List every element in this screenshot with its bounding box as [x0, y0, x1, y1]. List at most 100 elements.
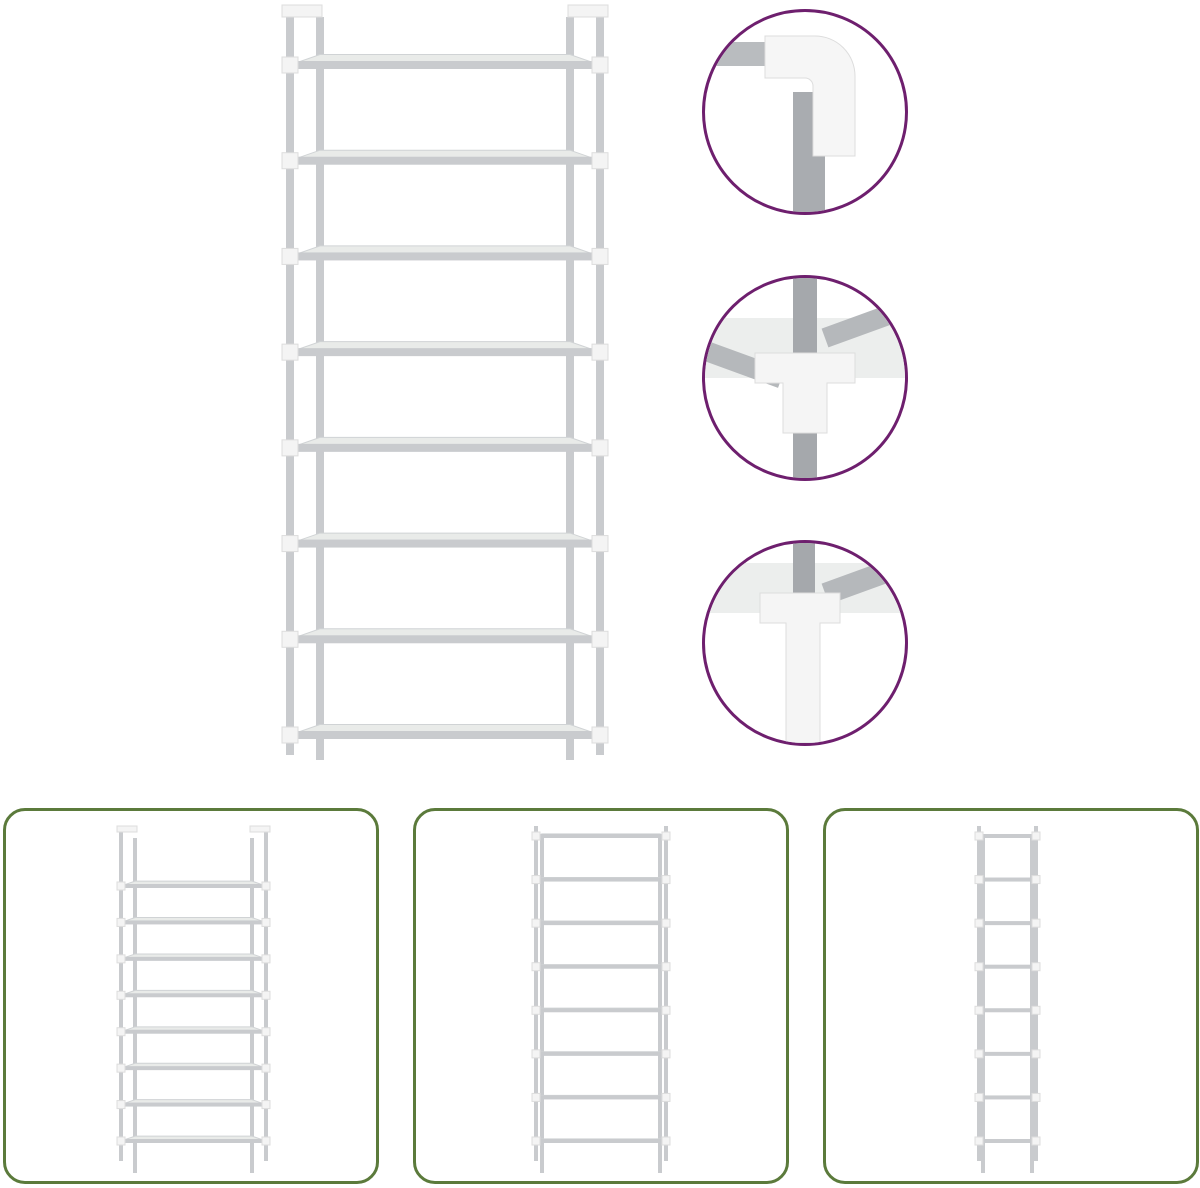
shelf-rail	[979, 877, 1036, 882]
shelf-rail	[536, 921, 666, 926]
thumbnail-front[interactable]	[413, 808, 789, 1184]
connector	[531, 962, 541, 972]
shelf-rail	[121, 993, 266, 998]
shelf-rail	[290, 731, 600, 739]
handle	[281, 4, 323, 18]
handle	[567, 4, 609, 18]
connector	[974, 918, 984, 928]
connector	[531, 918, 541, 928]
connector	[661, 918, 671, 928]
connector	[1031, 918, 1041, 928]
shelf-rail	[290, 61, 600, 69]
shelf-rail	[290, 348, 600, 357]
shelf-rail	[536, 964, 666, 969]
frame-post	[596, 5, 604, 755]
frame-post	[664, 826, 668, 1161]
connector	[261, 1100, 271, 1110]
connector	[281, 630, 299, 648]
shelf-rail	[979, 921, 1036, 926]
connector	[591, 726, 609, 744]
connector	[261, 917, 271, 927]
connector	[974, 962, 984, 972]
connector	[591, 152, 609, 170]
connector	[1031, 831, 1041, 841]
shelf-rail	[121, 1102, 266, 1107]
connector	[116, 954, 126, 964]
connector	[116, 1100, 126, 1110]
detail-leg-joint	[702, 540, 908, 746]
connector	[661, 875, 671, 885]
frame-post	[1034, 826, 1038, 1161]
shelf-rail	[979, 1008, 1036, 1013]
connector	[661, 962, 671, 972]
connector	[661, 1049, 671, 1059]
connector	[281, 726, 299, 744]
frame-post	[133, 838, 137, 1173]
connector	[281, 152, 299, 170]
frame-post	[981, 838, 985, 1173]
connector	[974, 1092, 984, 1102]
shelf-rail	[536, 1139, 666, 1143]
frame-post	[1030, 838, 1034, 1173]
connector	[261, 990, 271, 1000]
shelf-rail	[290, 252, 600, 261]
connector	[1031, 1049, 1041, 1059]
connector	[974, 1005, 984, 1015]
frame-post	[316, 17, 324, 760]
handle	[116, 825, 138, 833]
shelf-rail	[121, 1029, 266, 1034]
shelf-rail	[536, 1008, 666, 1013]
connector	[661, 831, 671, 841]
connector	[1031, 1092, 1041, 1102]
handle	[249, 825, 271, 833]
connector	[281, 343, 299, 361]
shelf-rail	[121, 1066, 266, 1071]
connector	[661, 1005, 671, 1015]
connector	[281, 56, 299, 74]
shelf-rail	[979, 834, 1036, 838]
thumbnail-side[interactable]	[823, 808, 1199, 1184]
connector	[974, 831, 984, 841]
connector	[661, 1092, 671, 1102]
shelf-rail	[979, 1139, 1036, 1143]
connector	[591, 247, 609, 265]
shelf-rail	[290, 156, 600, 165]
connector	[661, 1136, 671, 1146]
connector	[116, 990, 126, 1000]
frame-post	[658, 838, 662, 1173]
shelf-rail	[979, 1095, 1036, 1100]
detail-corner-connector	[702, 9, 908, 215]
connector	[261, 881, 271, 891]
connector	[261, 1063, 271, 1073]
shelf-rail	[979, 964, 1036, 969]
connector	[261, 1027, 271, 1037]
connector	[531, 1092, 541, 1102]
shelf-rail	[536, 1051, 666, 1056]
connector	[974, 1049, 984, 1059]
connector	[116, 1136, 126, 1146]
frame-post	[250, 838, 254, 1173]
connector	[531, 831, 541, 841]
connector	[531, 1049, 541, 1059]
frame-post	[977, 826, 981, 1161]
connector	[1031, 1005, 1041, 1015]
connector	[281, 439, 299, 457]
connector	[591, 343, 609, 361]
shelf-rail	[121, 884, 266, 888]
connector	[1031, 962, 1041, 972]
connector	[974, 875, 984, 885]
connector	[531, 1136, 541, 1146]
frame-post	[534, 826, 538, 1161]
shelf-rail	[536, 1095, 666, 1100]
main-product-image	[270, 0, 620, 760]
frame-post	[540, 838, 544, 1173]
connector	[591, 535, 609, 553]
shelf-rail	[979, 1051, 1036, 1056]
detail-middle-joint	[702, 275, 908, 481]
frame-post	[566, 17, 574, 760]
connector	[281, 247, 299, 265]
connector	[1031, 1136, 1041, 1146]
thumbnail-angled[interactable]	[3, 808, 379, 1184]
shelf-rail	[121, 956, 266, 961]
connector	[591, 630, 609, 648]
